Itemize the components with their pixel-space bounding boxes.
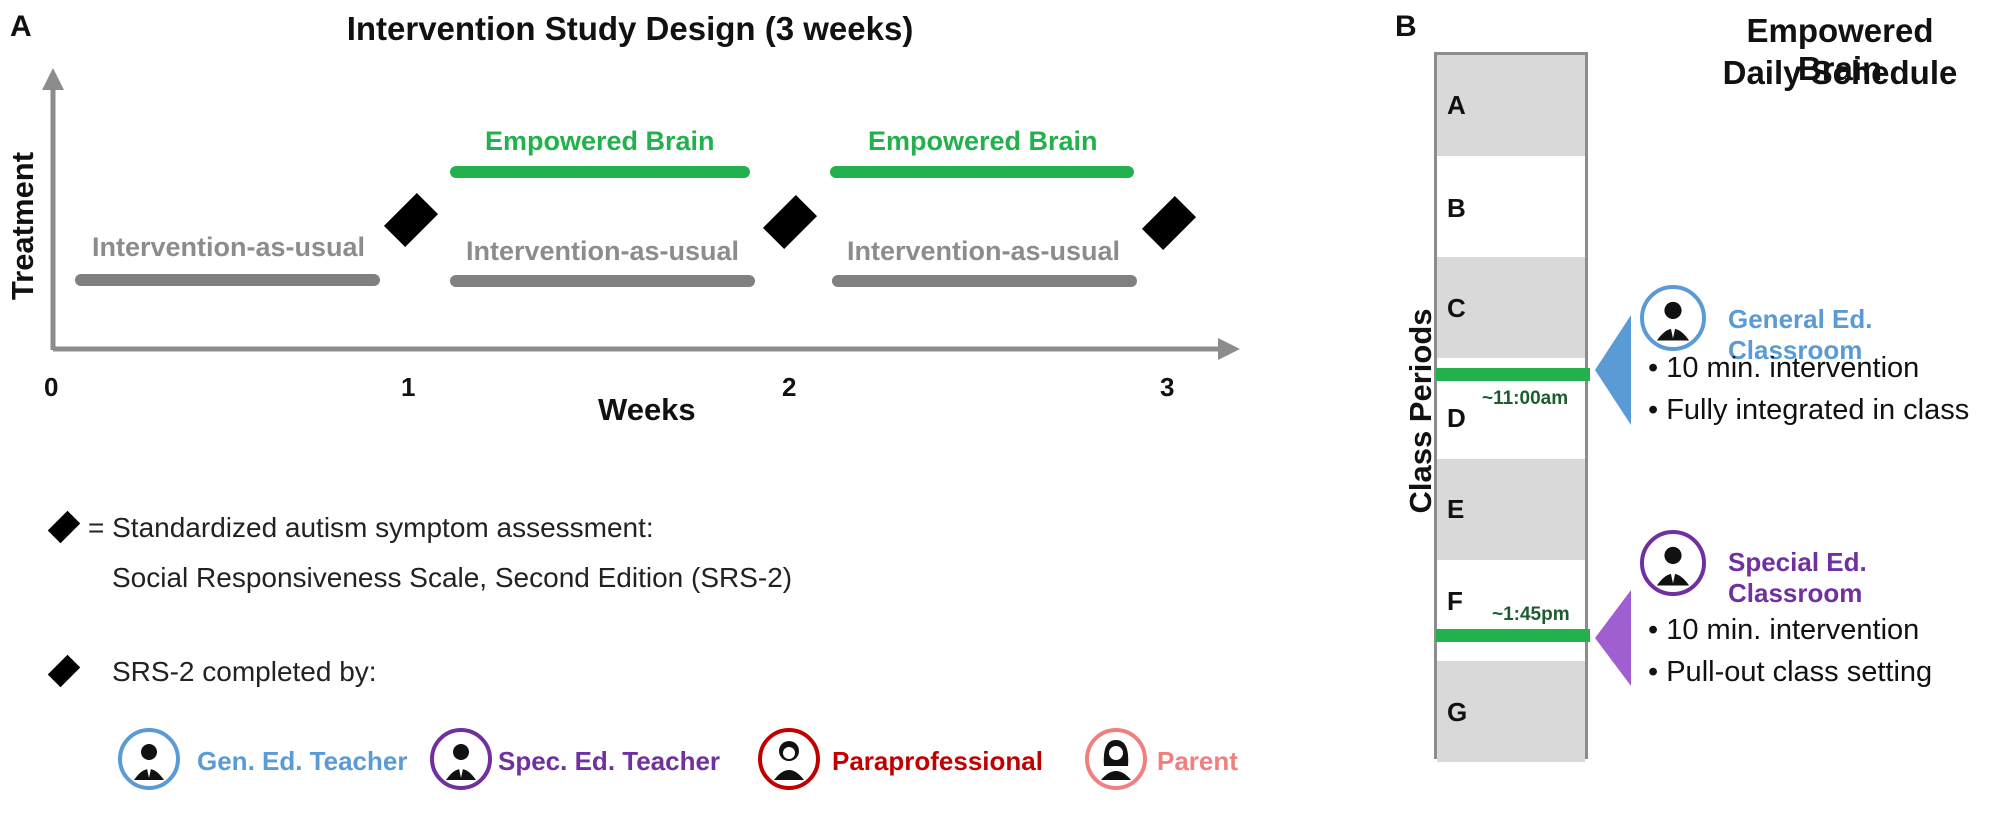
- special-bullet-1: • 10 min. intervention: [1648, 614, 1920, 646]
- tick-2: 2: [782, 372, 797, 402]
- usual-label-week3: Intervention-as-usual: [847, 236, 1121, 266]
- panel-a-letter: A: [10, 10, 32, 43]
- special-ed-avatar-icon: [1640, 530, 1706, 596]
- period-label: B: [1447, 193, 1466, 223]
- panel-a-title: Intervention Study Design (3 weeks): [346, 10, 914, 47]
- general-bullet-2: • Fully integrated in class: [1648, 394, 1970, 426]
- period-label: E: [1447, 494, 1465, 524]
- period-c: C: [1437, 257, 1585, 358]
- parent-avatar-icon: [1085, 728, 1147, 790]
- empowered-bar-week2: [450, 166, 750, 178]
- spec-ed-teacher-avatar-icon: [430, 728, 492, 790]
- period-label: C: [1447, 293, 1466, 323]
- time-marker-morning: [1436, 368, 1590, 381]
- general-bullet-1: • 10 min. intervention: [1648, 352, 1920, 384]
- general-ed-classroom-label: General Ed. Classroom: [1728, 304, 1873, 365]
- period-e: E: [1437, 459, 1585, 560]
- empowered-bar-week3: [830, 166, 1134, 178]
- period-b: B: [1437, 156, 1585, 257]
- usual-label-week2: Intervention-as-usual: [466, 236, 740, 266]
- time-label-morning: ~11:00am: [1482, 388, 1569, 409]
- period-label: D: [1447, 403, 1466, 433]
- panel-b-title-line1: Empowered Brain: [1746, 12, 1934, 87]
- time-marker-afternoon: [1436, 629, 1590, 642]
- panel-b-letter: B: [1395, 10, 1417, 43]
- empowered-label-week2: Empowered Brain: [485, 126, 715, 156]
- period-g: G: [1437, 661, 1585, 762]
- period-label: A: [1447, 90, 1466, 120]
- gen-ed-teacher-avatar-icon: [118, 728, 180, 790]
- period-f: F: [1437, 560, 1585, 661]
- role-spec-ed-teacher: Spec. Ed. Teacher: [498, 746, 721, 776]
- legend-diamond-icon: [47, 654, 81, 688]
- special-pointer-arrow: [1595, 590, 1631, 686]
- general-pointer-arrow: [1595, 315, 1631, 425]
- period-a: A: [1437, 55, 1585, 156]
- y-axis-label: Treatment: [5, 151, 40, 301]
- usual-label-week1: Intervention-as-usual: [92, 232, 366, 262]
- paraprofessional-avatar-icon: [758, 728, 820, 790]
- role-paraprofessional: Paraprofessional: [832, 746, 1043, 776]
- period-d: D: [1437, 358, 1585, 459]
- special-bullet-2: • Pull-out class setting: [1648, 656, 1933, 688]
- panel-b-title-line2: Daily Schedule: [1722, 54, 1958, 91]
- special-ed-classroom-label: Special Ed. Classroom: [1728, 547, 1867, 608]
- legend-diamond-icon: [47, 510, 81, 544]
- usual-bar-week3: [832, 275, 1137, 287]
- legend-assessment-line1: = Standardized autism symptom assessment…: [88, 512, 654, 543]
- tick-1: 1: [401, 372, 416, 402]
- x-axis-label: Weeks: [598, 392, 696, 427]
- tick-0: 0: [44, 372, 59, 402]
- period-label: G: [1447, 697, 1468, 727]
- role-parent: Parent: [1157, 746, 1238, 776]
- timeline-axes: [42, 68, 1240, 360]
- legend-completed-by: SRS-2 completed by:: [112, 656, 377, 687]
- empowered-label-week3: Empowered Brain: [868, 126, 1098, 156]
- daily-schedule: A B C D E F G ~11:00am ~1:45pm: [1434, 52, 1590, 762]
- general-ed-avatar-icon: [1640, 285, 1706, 351]
- role-gen-ed-teacher: Gen. Ed. Teacher: [197, 746, 408, 776]
- time-label-afternoon: ~1:45pm: [1492, 604, 1570, 625]
- period-label: F: [1447, 586, 1463, 616]
- tick-3: 3: [1160, 372, 1175, 402]
- usual-bar-week1: [75, 274, 380, 286]
- legend-assessment-line2: Social Responsiveness Scale, Second Edit…: [112, 562, 793, 593]
- usual-bar-week2: [450, 275, 755, 287]
